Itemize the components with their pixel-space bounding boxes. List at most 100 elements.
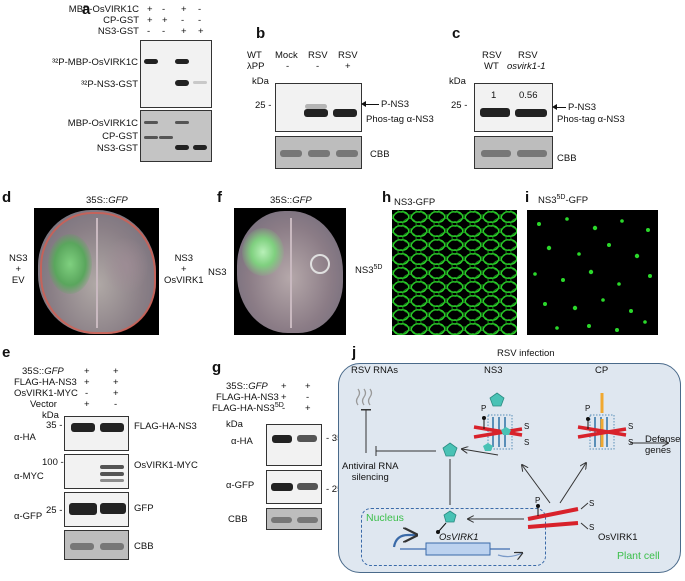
nucleus [361, 508, 546, 566]
sign: + [113, 388, 119, 399]
row-label: FLAG-HA-NS3 [216, 392, 279, 403]
prefix: 35S:: [226, 381, 249, 392]
blot-ha [64, 416, 129, 451]
kinase-label: OsVIRK1 [598, 532, 638, 543]
band [100, 423, 124, 432]
blot-myc [64, 454, 129, 489]
band [297, 517, 318, 523]
band [193, 81, 207, 84]
plant-cell-label: Plant cell [617, 550, 660, 562]
sign: + [113, 377, 119, 388]
sign: + [84, 399, 90, 410]
label-line: NS3 [9, 253, 28, 264]
band [297, 483, 318, 490]
kda-label: kDa [42, 410, 59, 421]
sign: + [84, 366, 90, 377]
label-line: NS3 [174, 253, 194, 264]
sign: - [181, 15, 185, 26]
ns3-pentagon-icon [443, 510, 457, 523]
band [175, 121, 189, 124]
cbb-label: NS3-GST [96, 143, 138, 154]
disulfide-label: S [628, 422, 634, 431]
row-label: CP-GST [103, 15, 139, 26]
ns3-label: NS3 [484, 365, 503, 376]
row-label: 35S::GFP [22, 366, 64, 377]
band [175, 145, 189, 150]
blot-label: Phos-tag α-NS3 [366, 114, 434, 125]
band [175, 59, 189, 64]
leaf-photo [34, 208, 159, 335]
band [515, 109, 547, 117]
pathway-diagram [355, 388, 681, 573]
panel-title: NS35D-GFP [538, 194, 589, 206]
kda-label: kDa [226, 419, 243, 430]
label-line: silencing [351, 472, 389, 483]
label-line: OsVIRK1 [164, 275, 204, 286]
title-gene: GFP [108, 195, 128, 206]
row-label: MBP-OsVIRK1C [68, 4, 139, 15]
cbb-label: CP-GST [102, 131, 138, 142]
gene-label: OsVIRK1 [439, 532, 479, 543]
band [144, 121, 158, 124]
quant-value: 1 [491, 90, 497, 101]
band [336, 150, 358, 157]
band [70, 543, 94, 550]
label-line: EV [11, 275, 25, 286]
cell-outline-pattern [392, 210, 517, 335]
cbb-blot [275, 136, 362, 169]
kda-label: kDa [449, 76, 466, 87]
band [100, 479, 124, 482]
band [144, 59, 158, 64]
confocal-image [392, 210, 517, 335]
col-label: RSV [338, 50, 358, 61]
row-label: FLAG-HA-NS35D [212, 402, 284, 414]
gene-box [425, 542, 491, 556]
band [71, 423, 95, 432]
sign: + [305, 403, 311, 414]
phos-tag-blot [275, 83, 362, 132]
blot-cbb [266, 508, 322, 530]
title-prefix: 35S:: [86, 195, 109, 206]
row-label-wt: WT [247, 50, 262, 61]
band [305, 104, 327, 109]
marker: - 35 [326, 433, 343, 444]
sign: - [162, 4, 166, 15]
col-label: osvirk1-1 [507, 61, 546, 72]
row-label: Vector [30, 399, 57, 410]
band [481, 150, 511, 157]
col-label: RSV [482, 50, 502, 61]
sign: + [84, 377, 90, 388]
row-label: 35S::GFP [226, 381, 268, 392]
blot-gfp [266, 470, 322, 504]
band-label: CBB [134, 541, 154, 552]
panel-letter-e: e [2, 344, 11, 361]
ns3-pentagon-icon [442, 442, 458, 457]
gene: GFP [44, 366, 64, 377]
sign: + [113, 366, 119, 377]
sign: + [181, 4, 187, 15]
treatment-label: NS3 + EV [9, 253, 27, 286]
band [297, 435, 317, 442]
cbb-label: MBP-OsVIRK1C [67, 118, 138, 129]
plant-cell [338, 363, 681, 573]
nucleus-label: Nucleus [366, 512, 404, 524]
antibody-label: α-GFP [226, 480, 255, 491]
sign: - [198, 15, 202, 26]
panel-title: 35S::GFP [270, 195, 312, 206]
band [333, 109, 357, 117]
sign: + [281, 392, 287, 403]
band [280, 150, 302, 157]
band [100, 503, 126, 514]
kda-label: kDa [252, 76, 269, 87]
marker: 25 - [46, 505, 63, 516]
col-label: RSV [308, 50, 328, 61]
rna-icon [355, 388, 373, 406]
prefix: 35S:: [22, 366, 45, 377]
row-label: FLAG-HA-NS3 [14, 377, 77, 388]
label-line: + [15, 264, 22, 275]
title-rest: -GFP [565, 195, 589, 206]
treatment-label: NS35D [355, 264, 382, 276]
antibody-label: α-MYC [14, 471, 44, 482]
autorad-label: ³²P-NS3-GST [81, 79, 138, 90]
blot-ha [266, 424, 322, 466]
